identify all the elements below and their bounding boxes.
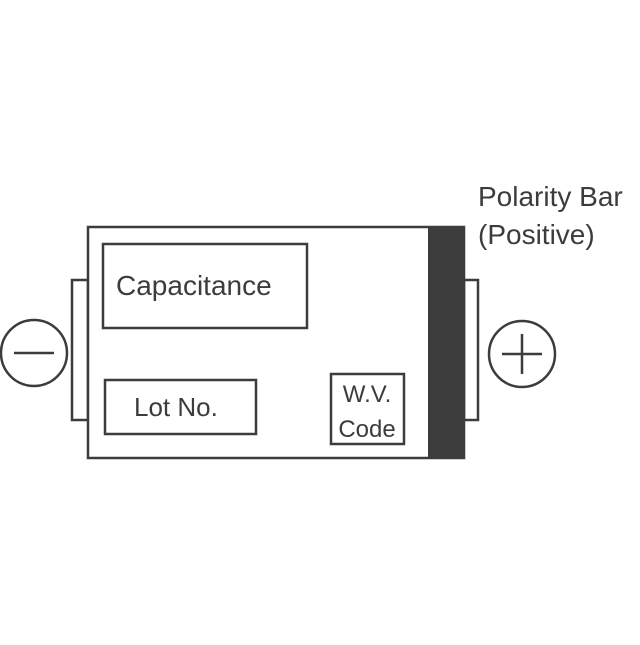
minus-icon: [0, 318, 69, 388]
plus-icon: [487, 319, 557, 389]
wv-code-label-line1: W.V.: [343, 381, 391, 408]
capacitor-body: [86, 225, 466, 460]
polarity-bar: [428, 227, 464, 458]
lot-no-label: Lot No.: [134, 392, 218, 422]
wv-code-box: [329, 372, 406, 446]
lot-no-box: [103, 378, 258, 436]
capacitance-box: [101, 242, 309, 330]
right-terminal-tab: [462, 278, 480, 422]
polarity-bar-caption-line2: (Positive): [478, 219, 595, 250]
wv-code-label-line2: Code: [338, 416, 395, 443]
polarity-bar-caption-line1: Polarity Bar: [478, 181, 623, 212]
left-terminal-tab: [70, 278, 90, 422]
capacitance-label: Capacitance: [116, 270, 272, 301]
